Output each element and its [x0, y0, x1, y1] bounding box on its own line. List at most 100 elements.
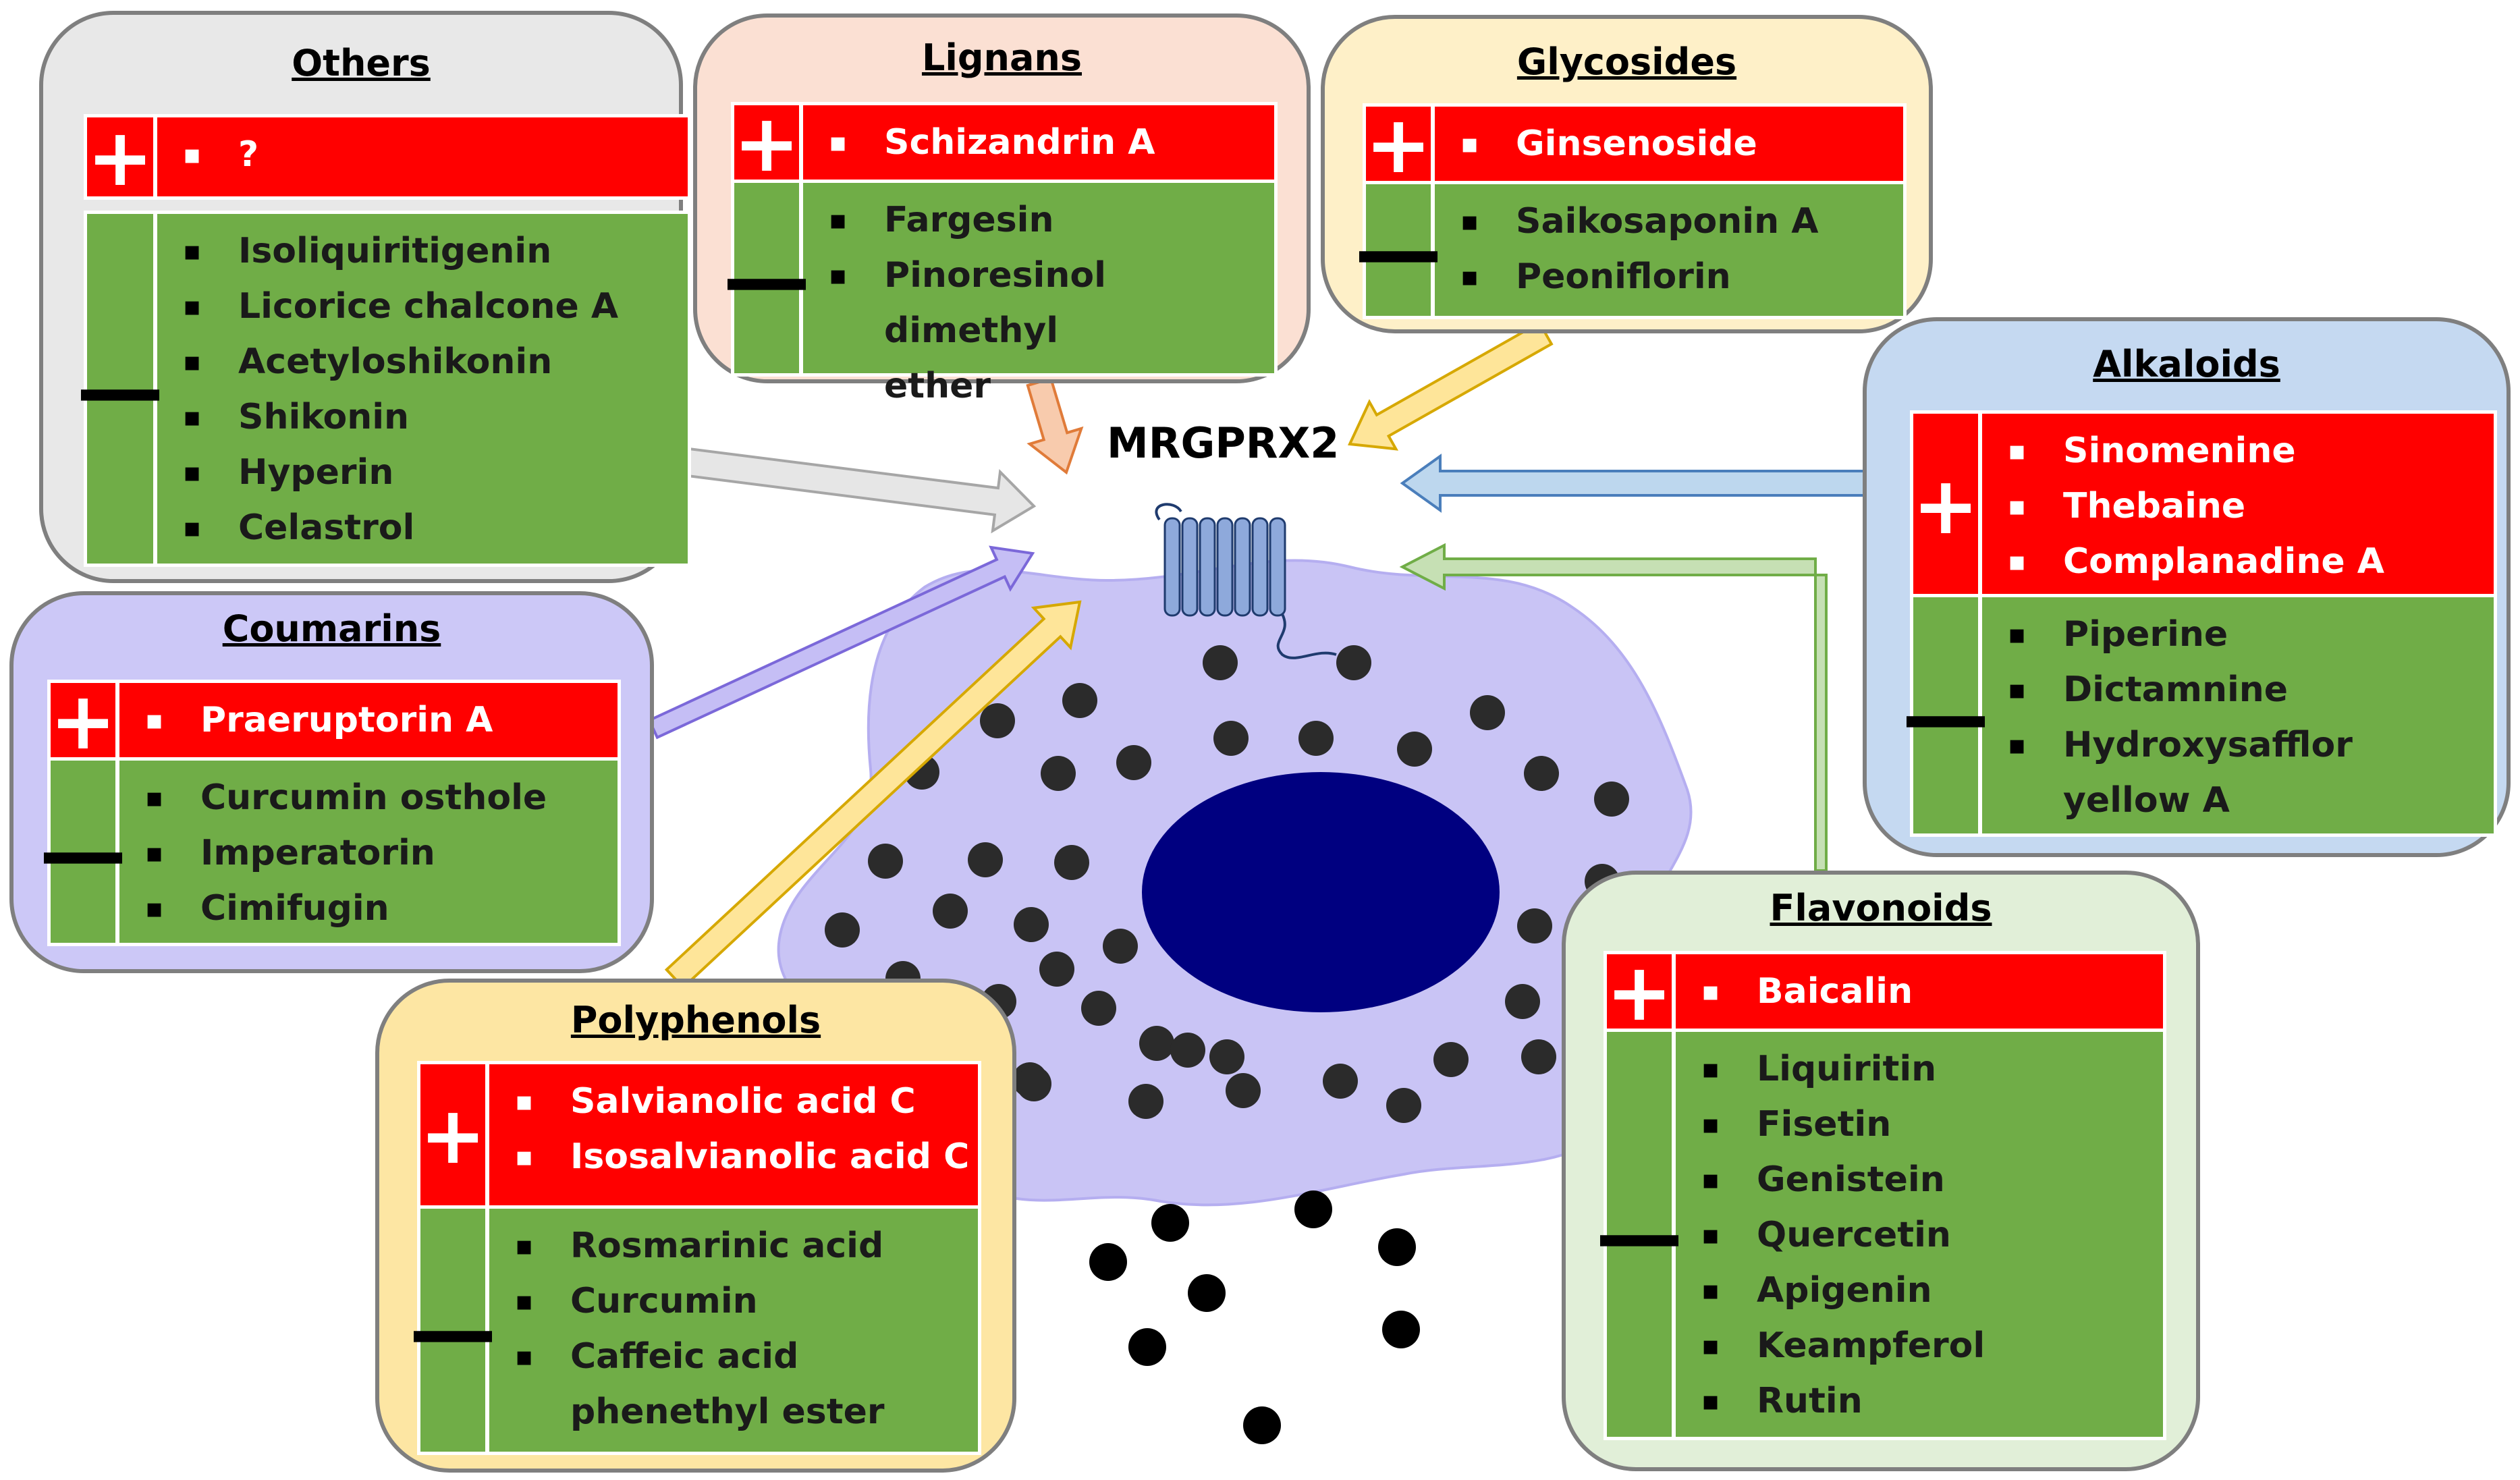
granule	[1103, 929, 1138, 964]
granule	[1081, 991, 1116, 1026]
compound-item: Acetyloshikonin	[157, 334, 681, 389]
alkaloids-plus-list: Sinomenine Thebaine Complanadine A	[1982, 414, 2494, 597]
compound-item: Rosmarinic acid	[489, 1218, 971, 1273]
minus-sign: —	[1354, 184, 1442, 316]
granule	[1041, 756, 1076, 791]
granule	[1014, 907, 1049, 942]
alkaloids-minus-list: Piperine Dictamnine Hydroxysafflor yello…	[1982, 597, 2494, 833]
group-coumarins: Coumarins + Praeruptorin A — Curcumin os…	[9, 591, 654, 973]
group-title-alkaloids: Alkaloids	[2093, 343, 2280, 385]
group-flavonoids: Flavonoids + Baicalin — Liquiritin Fiset…	[1562, 871, 2200, 1471]
arrow-coumarins	[647, 545, 1035, 740]
granule	[1128, 1084, 1163, 1119]
compound-item: Liquiritin	[1676, 1041, 2156, 1097]
compound-item: Baicalin	[1676, 964, 2156, 1019]
flavonoids-minus-block: — Liquiritin Fisetin Genistein Quercetin…	[1595, 1029, 2166, 1440]
lignans-plus-list: Schizandrin A	[803, 105, 1274, 181]
compound-item: Curcumin osthole	[119, 770, 611, 825]
others-minus-list: Isoliquiritigenin Licorice chalcone A Ac…	[157, 214, 688, 564]
compound-item: Rutin	[1676, 1373, 2156, 1429]
nucleus	[1142, 772, 1500, 1012]
tm-helix	[1234, 517, 1251, 617]
lignans-plus-block: + Schizandrin A	[731, 97, 1278, 190]
coumarins-minus-list: Curcumin osthole Imperatorin Cimifugin	[119, 761, 618, 943]
granule	[933, 894, 968, 929]
compound-item: Shikonin	[157, 389, 681, 445]
released-granule	[1243, 1406, 1281, 1444]
minus-sign: —	[1595, 1032, 1683, 1437]
compound-item-continued: yellow A	[2063, 780, 2230, 821]
plus-sign: +	[1913, 414, 1982, 597]
coumarins-plus-block: + Praeruptorin A	[47, 674, 621, 767]
polyphenols-minus-block: — Rosmarinic acid Curcumin Caffeic acid …	[409, 1205, 981, 1455]
granule	[1226, 1073, 1261, 1108]
granule	[1213, 721, 1249, 756]
compound-item: Isoliquiritigenin	[157, 223, 681, 279]
compound-item: Hyperin	[157, 445, 681, 500]
plus-sign: +	[734, 97, 803, 190]
group-title-others: Others	[292, 42, 431, 84]
granule	[1397, 732, 1432, 767]
plus-sign: +	[87, 111, 157, 204]
compound-item: Fargesin	[803, 192, 1267, 248]
glycosides-minus-block: — Saikosaponin A Peoniflorin	[1354, 181, 1907, 319]
granule	[868, 844, 903, 879]
compound-item: Isosalvianolic acid C	[489, 1129, 971, 1184]
compound-item: Praeruptorin A	[119, 692, 611, 748]
compound-item: Quercetin	[1676, 1207, 2156, 1263]
tm-helix	[1216, 517, 1234, 617]
polyphenols-minus-list: Rosmarinic acid Curcumin Caffeic acid ph…	[489, 1209, 978, 1452]
tm-helix	[1269, 517, 1286, 617]
others-minus-block: — Isoliquiritigenin Licorice chalcone A …	[76, 211, 691, 567]
flavonoids-plus-list: Baicalin	[1676, 954, 2163, 1030]
released-granule	[1382, 1311, 1420, 1348]
flavonoids-minus-list: Liquiritin Fisetin Genistein Quercetin A…	[1676, 1032, 2163, 1437]
minus-sign: —	[76, 214, 164, 564]
others-plus-list: ?	[157, 117, 688, 196]
glycosides-plus-block: + Ginsenoside	[1363, 98, 1907, 191]
mrgprx2-receptor	[1155, 503, 1337, 659]
alkaloids-plus-block: + Sinomenine Thebaine Complanadine A	[1910, 410, 2497, 601]
granule	[980, 703, 1015, 738]
arrows	[647, 321, 1871, 990]
compound-item: Schizandrin A	[803, 115, 1267, 170]
compound-item: Caffeic acid	[489, 1329, 971, 1384]
granule	[1505, 984, 1540, 1019]
group-polyphenols: Polyphenols + Salvianolic acid C Isosalv…	[375, 979, 1016, 1473]
compound-item: Genistein	[1676, 1152, 2156, 1207]
lignans-minus-list: Fargesin Pinoresinol dimethyl ether	[803, 183, 1274, 406]
compound-item: Licorice chalcone A	[157, 279, 681, 334]
compound-item-continued: ether	[884, 366, 991, 406]
granule	[1386, 1088, 1421, 1123]
released-granule	[1128, 1328, 1166, 1366]
released-granule	[1188, 1274, 1226, 1312]
minus-sign: —	[723, 183, 811, 373]
compound-item: Salvianolic acid C	[489, 1074, 971, 1129]
tm-helix	[1251, 517, 1269, 617]
granule	[825, 912, 860, 948]
group-lignans: Lignans + Schizandrin A — Fargesin Pinor…	[693, 13, 1311, 406]
tm-helix	[1163, 517, 1181, 617]
granule	[1433, 1042, 1469, 1077]
others-plus-block: + ?	[84, 111, 691, 204]
compound-item: Hydroxysafflor	[1982, 717, 2487, 773]
compound-item: Thebaine	[1982, 478, 2487, 534]
granule	[1594, 782, 1629, 817]
granule	[1323, 1064, 1358, 1099]
compound-item: Cimifugin	[119, 881, 611, 936]
compound-item: Imperatorin	[119, 825, 611, 881]
arrow-lignans	[1026, 377, 1084, 475]
granule	[1039, 952, 1074, 987]
arrow-polyphenols	[664, 600, 1082, 990]
tm-helix	[1181, 517, 1199, 617]
flavonoids-plus-block: + Baicalin	[1604, 945, 2166, 1039]
plus-sign: +	[1606, 945, 1676, 1039]
compound-item: Sinomenine	[1982, 423, 2487, 478]
coumarins-plus-list: Praeruptorin A	[119, 683, 618, 759]
group-alkaloids: Alkaloids + Sinomenine Thebaine Complana…	[1863, 317, 2511, 857]
minus-sign: —	[39, 761, 127, 943]
compound-item: Piperine	[1982, 607, 2487, 662]
granule	[1209, 1039, 1244, 1074]
alkaloids-minus-block: — Piperine Dictamnine Hydroxysafflor yel…	[1902, 594, 2497, 837]
granule	[1170, 1033, 1205, 1068]
